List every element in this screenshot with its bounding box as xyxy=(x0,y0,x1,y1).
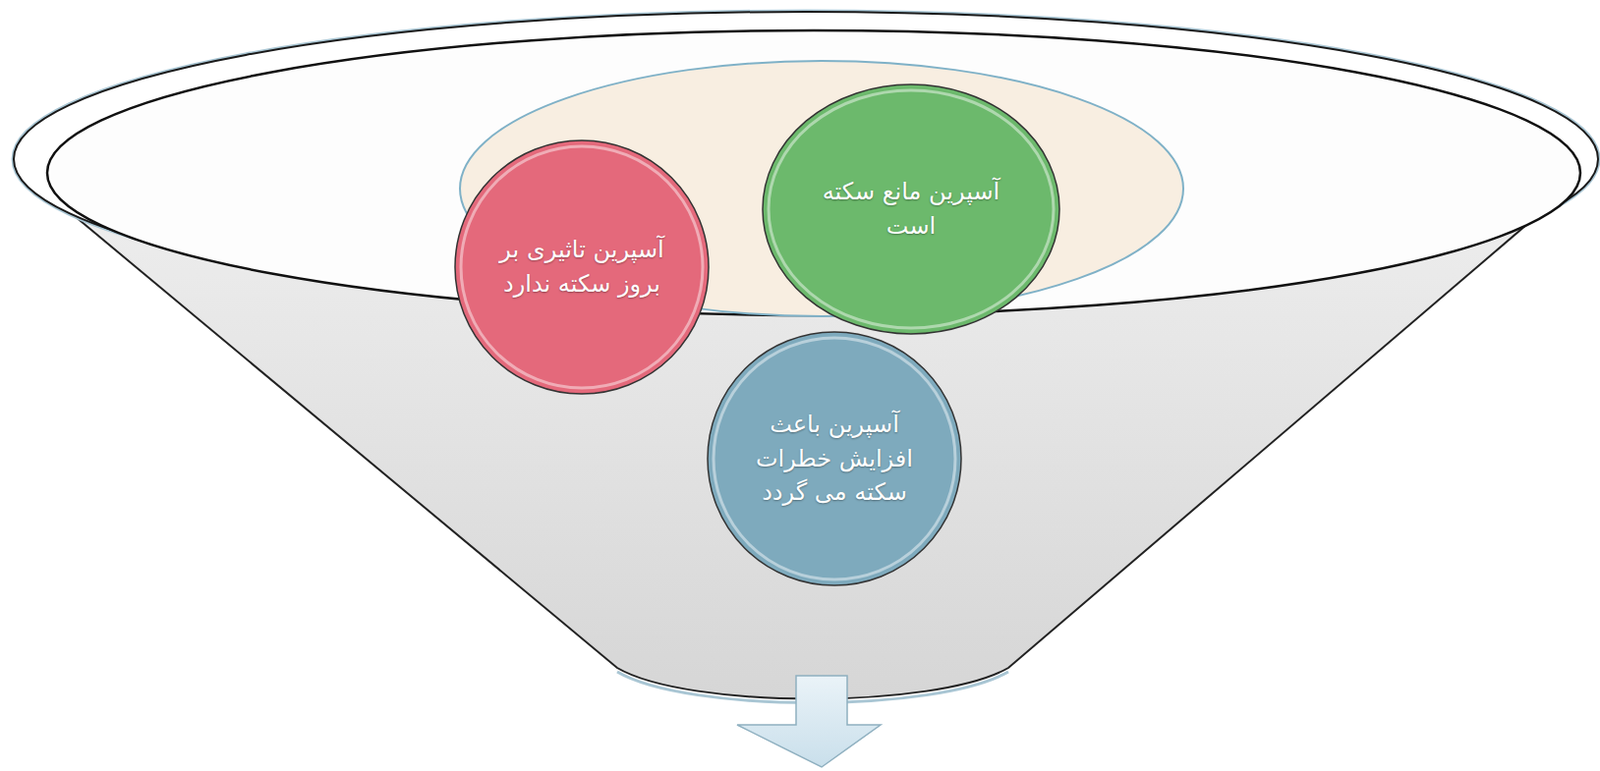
circle-fill xyxy=(455,140,709,395)
circle-label: آسپرین مانع سکته است xyxy=(803,174,1020,244)
circle-shape xyxy=(761,83,1061,336)
circle-gloss xyxy=(460,146,703,389)
circle-node: آسپرین تاثیری بر بروز سکته ندارد xyxy=(454,139,710,396)
circle-label: آسپرین تاثیری بر بروز سکته ندارد xyxy=(490,232,675,302)
circle-gloss xyxy=(768,90,1054,329)
node-text-group: آسپرین مانع سکته است xyxy=(803,174,1020,244)
node-text-group: آسپرین تاثیری بر بروز سکته ندارد xyxy=(490,232,675,302)
circle-shape xyxy=(454,139,710,396)
circle-fill xyxy=(762,84,1060,335)
down-arrow xyxy=(737,676,881,768)
circle-label: آسپرین باعث افزایش خطرات سکته می گردد xyxy=(744,407,924,511)
circle-node: آسپرین باعث افزایش خطرات سکته می گردد xyxy=(706,331,963,587)
circle-gloss xyxy=(713,338,956,580)
node-text-group: آسپرین باعث افزایش خطرات سکته می گردد xyxy=(744,407,924,511)
circle-fill xyxy=(707,332,962,586)
circle-node: آسپرین مانع سکته است xyxy=(761,83,1061,336)
